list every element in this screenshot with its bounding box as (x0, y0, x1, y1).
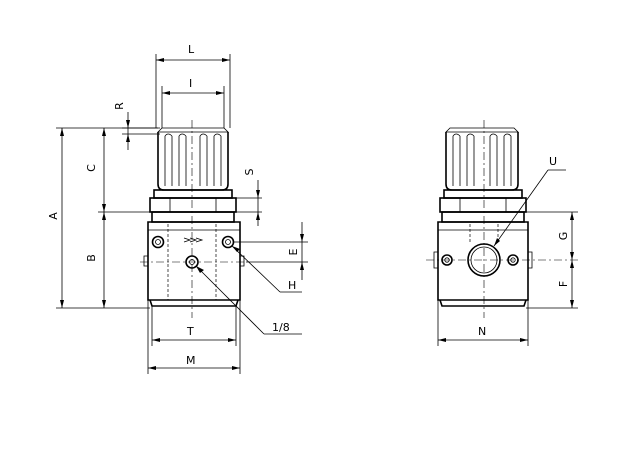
dim-S: S (236, 168, 262, 226)
label-E: E (287, 248, 300, 255)
front-body (143, 221, 245, 307)
leader-H: H (231, 245, 302, 293)
front-view: L I R S (47, 43, 308, 374)
side-knob (445, 127, 519, 191)
label-I: I (189, 77, 192, 90)
side-body (433, 221, 533, 307)
label-F: F (557, 281, 570, 287)
dim-A: A (47, 127, 158, 309)
dim-C: C (85, 128, 150, 213)
label-M: M (186, 354, 196, 367)
dim-T: T (151, 306, 237, 346)
label-N: N (478, 325, 486, 338)
label-G: G (557, 232, 570, 241)
label-S: S (243, 168, 256, 175)
dim-E: E (234, 222, 308, 280)
dim-N: N (437, 300, 529, 346)
side-view: U G F N (426, 120, 580, 346)
label-B: B (85, 254, 98, 262)
side-ring-nut (439, 189, 527, 223)
label-C: C (85, 164, 98, 172)
label-T: T (186, 325, 194, 338)
dim-B: B (85, 212, 106, 308)
dim-R: R (113, 102, 160, 150)
front-knob (157, 127, 229, 191)
label-U: U (549, 155, 557, 168)
front-ring-nut (149, 189, 237, 223)
label-port: 1/8 (272, 321, 290, 334)
label-L: L (188, 43, 195, 56)
label-H: H (288, 279, 296, 292)
dim-F: F (526, 260, 578, 309)
dim-M: M (147, 300, 241, 374)
dim-G: G (526, 211, 578, 260)
leader-port: 1/8 (195, 265, 302, 335)
dim-I: I (161, 77, 225, 128)
leader-U: U (493, 155, 566, 247)
dim-L: L (155, 43, 231, 128)
label-A: A (47, 212, 60, 220)
label-R: R (113, 102, 126, 110)
